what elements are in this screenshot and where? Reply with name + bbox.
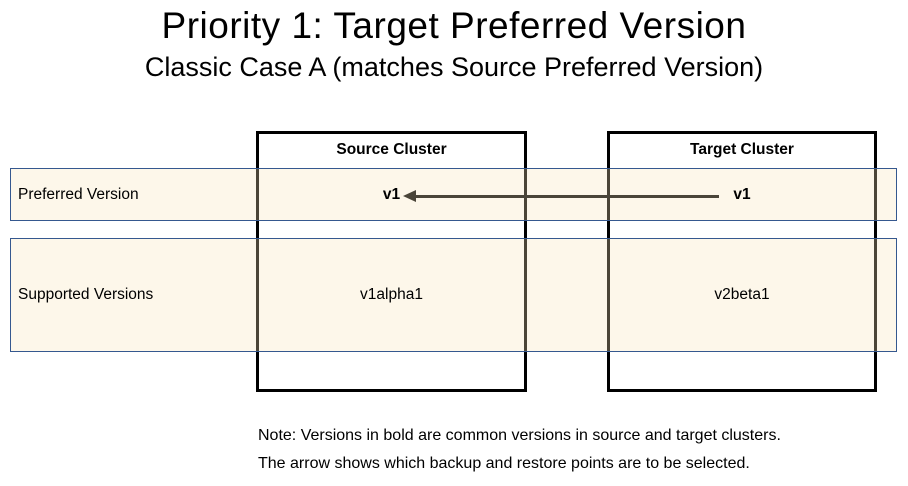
source-cluster-header: Source Cluster	[336, 141, 447, 158]
note-line-1: Note: Versions in bold are common versio…	[258, 427, 781, 444]
note-text: Note: Versions in bold are common versio…	[258, 422, 781, 478]
preferred-version-row-label: Preferred Version	[18, 186, 139, 203]
slide-subtitle: Classic Case A (matches Source Preferred…	[144, 52, 764, 82]
arrow-line	[414, 194, 719, 198]
supported-versions-row-band	[10, 238, 897, 352]
target-cluster-box: Target Cluster	[607, 131, 877, 392]
source-preferred-version-value: v1	[382, 186, 401, 203]
source-supported-version-value: v1alpha1	[360, 286, 423, 303]
note-line-2: The arrow shows which backup and restore…	[258, 455, 750, 472]
supported-versions-row-label: Supported Versions	[18, 286, 154, 303]
target-preferred-version-value: v1	[733, 186, 751, 203]
target-cluster-header: Target Cluster	[690, 141, 794, 158]
target-supported-version-value: v2beta1	[714, 286, 770, 303]
source-cluster-box: Source Cluster	[256, 131, 527, 392]
backup-restore-arrow	[403, 190, 719, 202]
slide-title: Priority 1: Target Preferred Version	[161, 5, 747, 46]
arrow-head-icon	[403, 190, 416, 202]
